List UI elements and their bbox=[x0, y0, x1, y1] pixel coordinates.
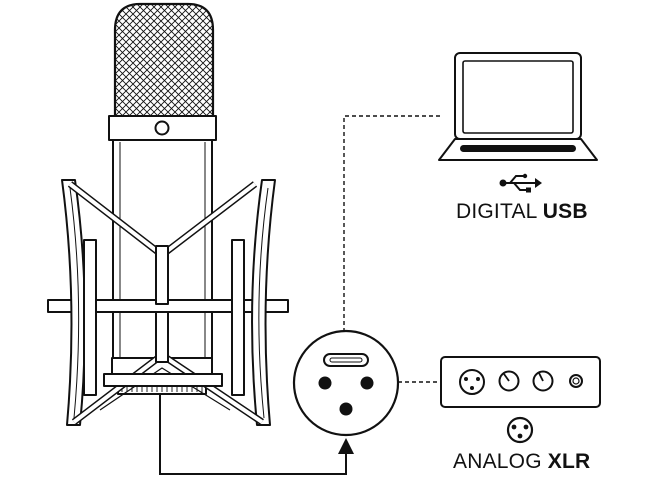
xlr-icon bbox=[506, 416, 534, 444]
usb-icon bbox=[499, 173, 542, 193]
usb-label-strong: USB bbox=[542, 200, 588, 223]
mount-clamp-ring bbox=[103, 373, 223, 387]
usb-cable-line bbox=[343, 115, 441, 332]
connector-ring bbox=[292, 329, 400, 437]
xlr-pin-3 bbox=[339, 402, 353, 416]
microphone-grille bbox=[113, 2, 215, 120]
digital-usb-label: DIGITAL USB bbox=[456, 200, 588, 224]
usb-c-port bbox=[323, 353, 369, 367]
analog-xlr-label: ANALOG XLR bbox=[453, 450, 590, 474]
xlr-pin-2 bbox=[360, 376, 374, 390]
audio-interface-icon bbox=[440, 356, 601, 408]
xlr-label-prefix: ANALOG bbox=[453, 450, 542, 473]
mic-cable-arrow bbox=[159, 394, 354, 475]
laptop-icon bbox=[438, 52, 598, 161]
usb-label-prefix: DIGITAL bbox=[456, 200, 537, 223]
microphone-output-connector bbox=[292, 329, 400, 437]
xlr-pin-1 bbox=[318, 376, 332, 390]
interface-xlr-jack bbox=[459, 369, 485, 395]
microphone-logo-dot bbox=[154, 120, 170, 136]
shock-mount bbox=[47, 179, 289, 426]
xlr-label-strong: XLR bbox=[547, 450, 591, 473]
